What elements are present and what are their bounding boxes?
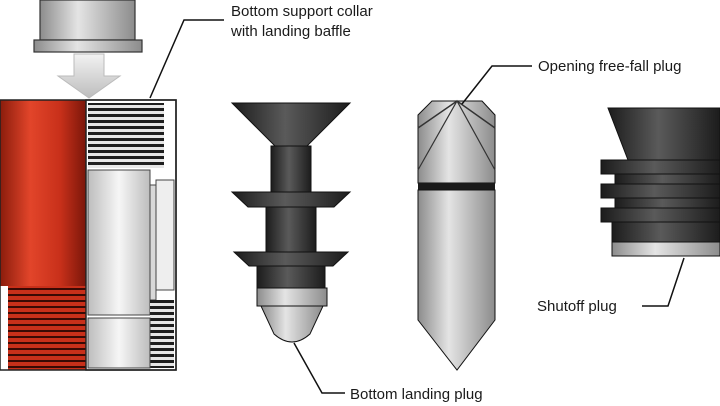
down-arrow-icon: [56, 53, 122, 99]
bottom-landing-plug: [230, 102, 352, 343]
free-fall-plug-leader-line: [461, 65, 532, 105]
collar-insert: [33, 0, 143, 53]
collar-label-line-1: Bottom support collar: [231, 3, 373, 20]
free-fall-plug-label: Opening free-fall plug: [538, 58, 682, 75]
shutoff-plug-leader-line: [642, 257, 685, 307]
collar-label-line-2: with landing baffle: [231, 23, 351, 40]
collar-leader-line: [149, 19, 224, 99]
landing-plug-label: Bottom landing plug: [350, 386, 483, 403]
bottom-support-collar: [0, 99, 177, 371]
shutoff-plug: [600, 107, 720, 257]
opening-free-fall-plug: [417, 99, 496, 371]
landing-plug-leader-line: [293, 342, 345, 394]
shutoff-plug-label: Shutoff plug: [537, 298, 617, 315]
collar-label: Bottom support collar with landing baffl…: [231, 2, 373, 42]
